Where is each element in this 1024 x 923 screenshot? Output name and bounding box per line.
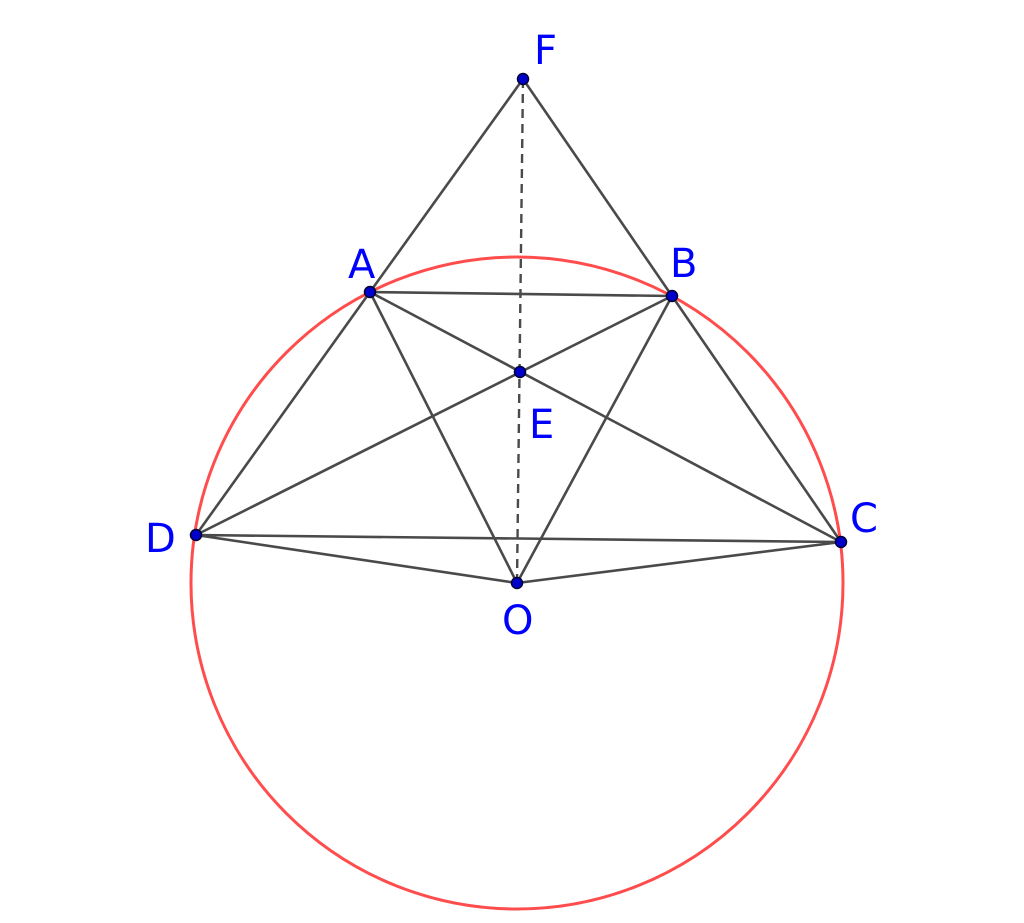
segment-ad xyxy=(194,290,372,537)
label-c: C xyxy=(850,496,878,542)
label-f: F xyxy=(534,28,557,74)
point-e[interactable] xyxy=(513,365,527,379)
dashed-segment-fo xyxy=(515,78,525,584)
labels-group: F A B E D C O xyxy=(145,28,878,644)
point-a[interactable] xyxy=(363,285,377,299)
label-b: B xyxy=(670,241,697,287)
segment-do xyxy=(194,533,519,585)
segment-dc xyxy=(194,533,843,544)
dashed-segments-group xyxy=(515,78,525,584)
label-e: E xyxy=(529,402,554,448)
point-o[interactable] xyxy=(510,576,524,590)
segment-oc xyxy=(515,540,843,585)
segment-bd xyxy=(194,294,674,537)
segments-group xyxy=(194,77,843,585)
label-a: A xyxy=(348,242,376,288)
circumcircle xyxy=(189,255,845,911)
point-b[interactable] xyxy=(665,289,679,303)
segment-ao xyxy=(368,290,519,585)
label-o: O xyxy=(502,598,533,644)
segment-fa xyxy=(368,77,525,294)
label-d: D xyxy=(145,516,176,562)
point-d[interactable] xyxy=(189,528,203,542)
point-f[interactable] xyxy=(516,72,530,86)
segment-bc xyxy=(670,294,843,544)
segment-bo xyxy=(515,294,674,585)
point-c[interactable] xyxy=(834,535,848,549)
segment-fb xyxy=(521,77,674,298)
points-group xyxy=(189,72,848,590)
